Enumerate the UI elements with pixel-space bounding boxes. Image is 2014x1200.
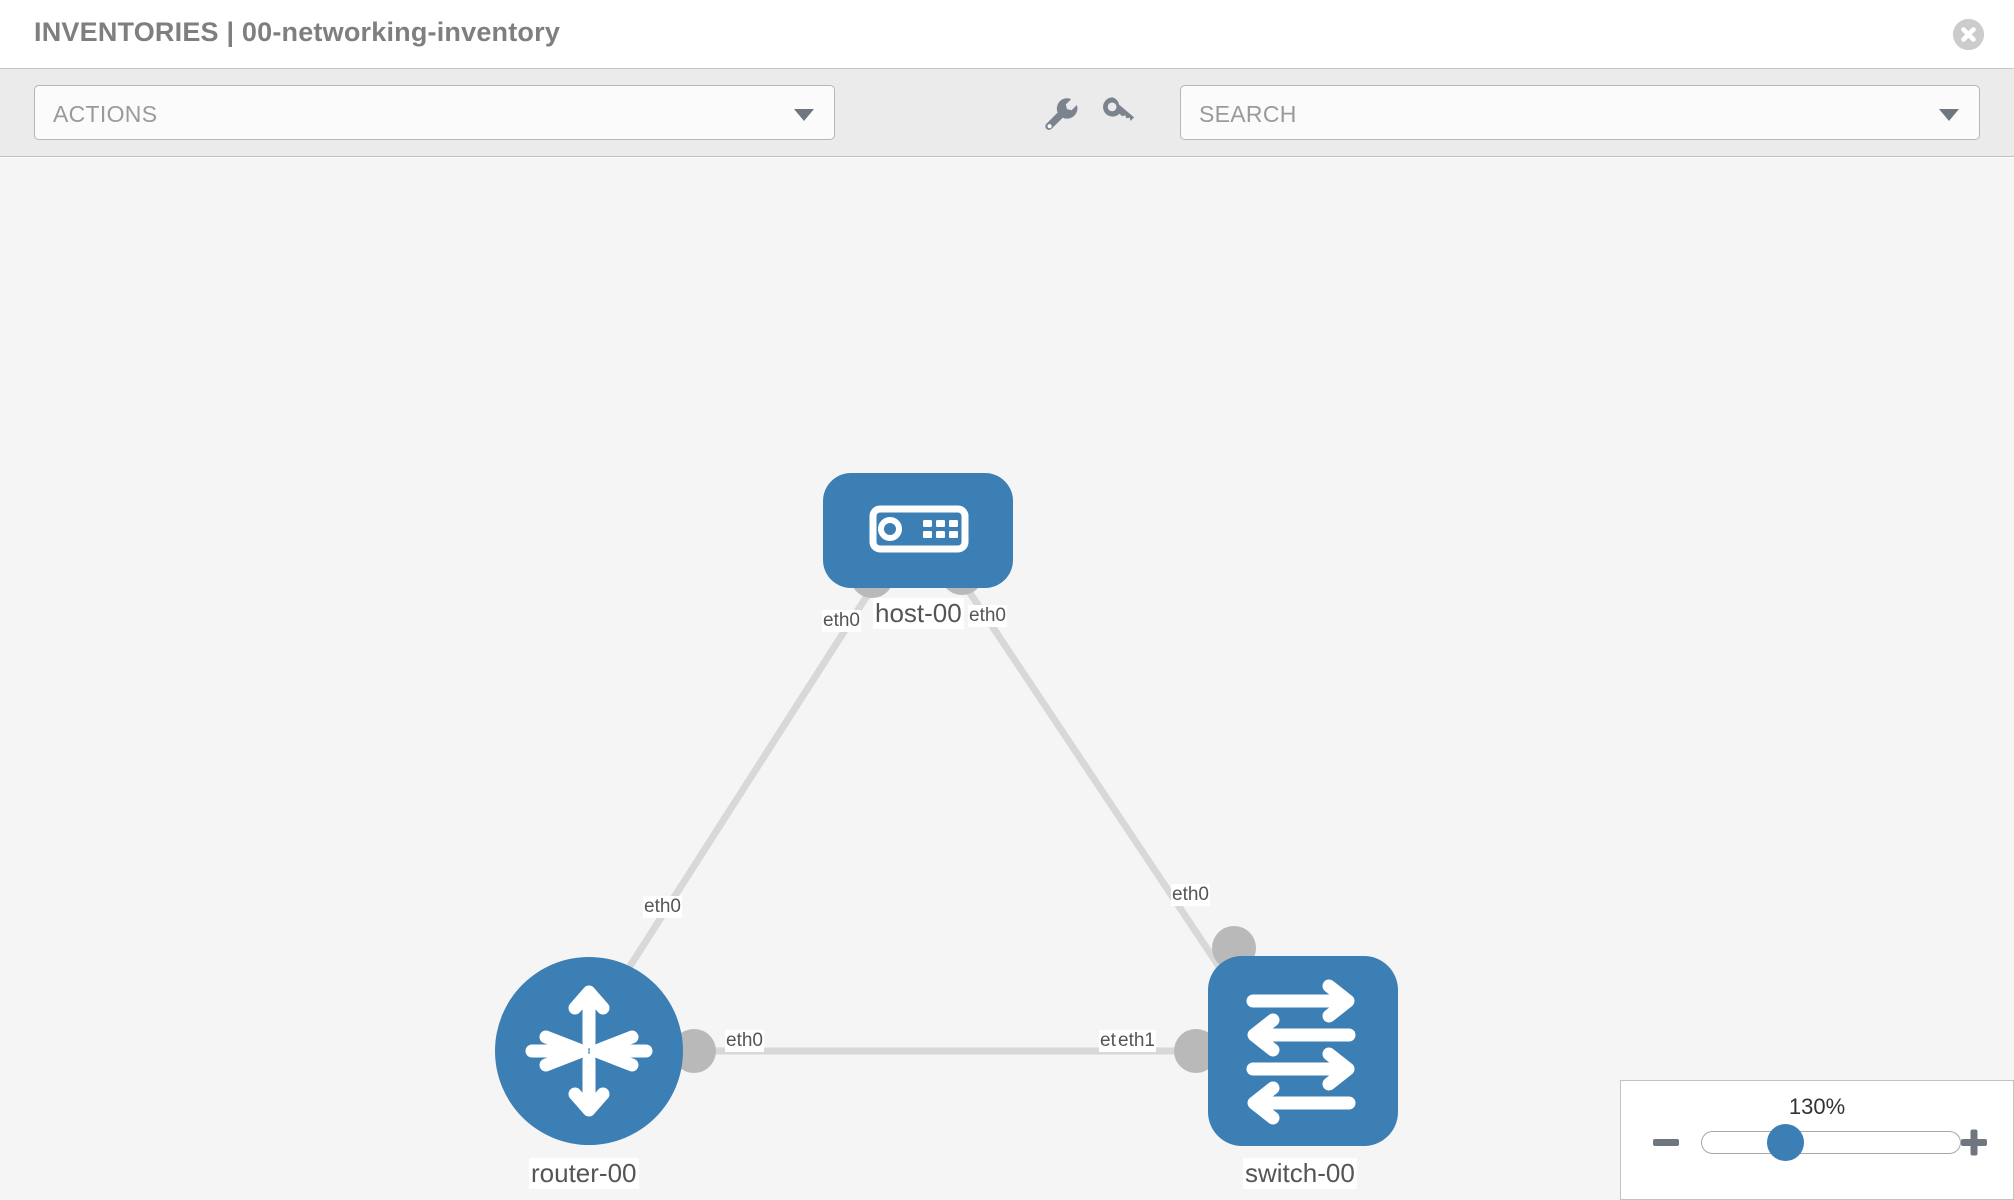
zoom-control-panel: 130% bbox=[1620, 1080, 2014, 1200]
interface-label: eth0 bbox=[822, 610, 861, 632]
actions-dropdown-label: ACTIONS bbox=[53, 101, 158, 127]
interface-label: eth0 bbox=[643, 896, 682, 918]
search-placeholder-label: SEARCH bbox=[1199, 101, 1297, 127]
toolbar: ACTIONS SEARCH bbox=[0, 68, 2014, 157]
interface-label: eth1 bbox=[1117, 1030, 1156, 1052]
key-icon[interactable] bbox=[1098, 93, 1138, 133]
zoom-level-value: 130% bbox=[1788, 1094, 1846, 1119]
chevron-down-icon bbox=[794, 109, 814, 121]
zoom-slider[interactable] bbox=[1701, 1131, 1961, 1154]
node-switch-00 bbox=[1208, 956, 1398, 1146]
link-host-router bbox=[597, 561, 891, 1015]
node-host-00 bbox=[823, 473, 1013, 588]
node-label-router-00: router-00 bbox=[529, 1158, 639, 1189]
actions-dropdown[interactable]: ACTIONS bbox=[34, 85, 835, 140]
page-header: INVENTORIES | 00-networking-inventory bbox=[0, 0, 2014, 68]
interface-label: eth0 bbox=[968, 605, 1007, 627]
wrench-icon[interactable] bbox=[1040, 93, 1080, 133]
interface-label: eth0 bbox=[725, 1030, 764, 1052]
node-label-switch-00: switch-00 bbox=[1243, 1158, 1357, 1189]
interface-nub bbox=[1174, 1029, 1218, 1073]
interface-label: eth0 bbox=[1171, 884, 1210, 906]
topology-graph bbox=[495, 473, 1398, 1146]
page-title: INVENTORIES | 00-networking-inventory bbox=[34, 17, 561, 47]
node-router-00 bbox=[495, 957, 683, 1145]
close-icon[interactable] bbox=[1953, 19, 1984, 50]
link-host-switch bbox=[947, 561, 1243, 1000]
topology-canvas[interactable]: host-00 router-00 switch-00 eth0 eth0 et… bbox=[0, 158, 2014, 1200]
node-label-host-00: host-00 bbox=[873, 598, 964, 629]
zoom-slider-thumb[interactable] bbox=[1767, 1124, 1804, 1161]
plus-icon[interactable] bbox=[1957, 1125, 1991, 1159]
chevron-down-icon bbox=[1939, 109, 1959, 121]
interface-nub bbox=[672, 1029, 716, 1073]
minus-icon[interactable] bbox=[1649, 1125, 1683, 1159]
search-input[interactable]: SEARCH bbox=[1180, 85, 1980, 140]
